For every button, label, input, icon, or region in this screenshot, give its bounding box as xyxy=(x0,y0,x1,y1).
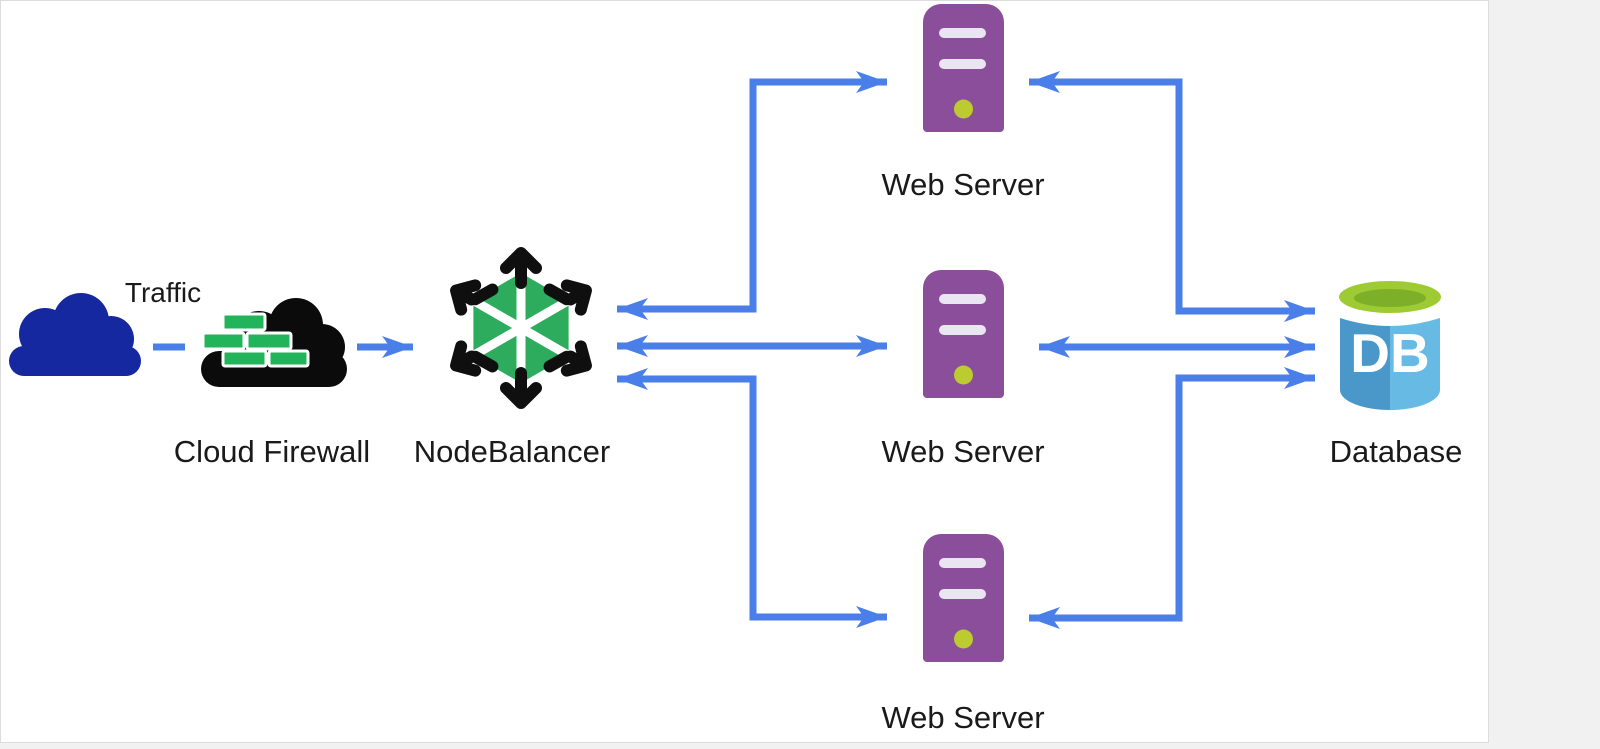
node-database: DB xyxy=(1336,278,1444,414)
power-led xyxy=(954,629,973,649)
traffic-label: Traffic xyxy=(124,277,202,308)
edge-nodebalancer-webserver-1 xyxy=(617,71,887,320)
server-tower-icon xyxy=(923,270,1004,398)
diagram-canvas: Traffic Cloud Firewall xyxy=(0,0,1489,743)
node-webserver-1 xyxy=(923,4,1004,132)
database-label: Database xyxy=(1329,434,1463,469)
webserver-3-label: Web Server xyxy=(881,700,1045,735)
node-webserver-3 xyxy=(923,534,1004,662)
power-led xyxy=(954,365,973,385)
server-tower-icon xyxy=(923,534,1004,662)
db-badge: DB xyxy=(1350,322,1429,384)
firewall-label: Cloud Firewall xyxy=(173,434,371,469)
nodebalancer-label: NodeBalancer xyxy=(413,434,611,469)
database-cylinder-icon: DB xyxy=(1339,281,1441,410)
webserver-1-label: Web Server xyxy=(881,167,1045,202)
node-traffic xyxy=(9,291,141,376)
edge-webserver-3-database xyxy=(1029,367,1315,629)
cylinder-body xyxy=(1340,318,1440,410)
edge-webserver-1-database xyxy=(1029,71,1315,322)
edge-nodebalancer-webserver-3 xyxy=(617,368,887,628)
outward-arrows xyxy=(450,247,592,409)
edges-layer xyxy=(153,71,1315,629)
node-nodebalancer xyxy=(433,236,609,420)
nodebalancer-hexagon-icon xyxy=(450,247,592,409)
node-firewall xyxy=(199,297,349,387)
server-tower-icon xyxy=(923,4,1004,132)
webserver-2-label: Web Server xyxy=(881,434,1045,469)
brick-wall xyxy=(201,312,310,368)
firewall-brick-cloud-icon xyxy=(201,298,347,387)
power-led xyxy=(954,99,973,119)
cloud-icon xyxy=(9,293,141,376)
node-webserver-2 xyxy=(923,270,1004,398)
